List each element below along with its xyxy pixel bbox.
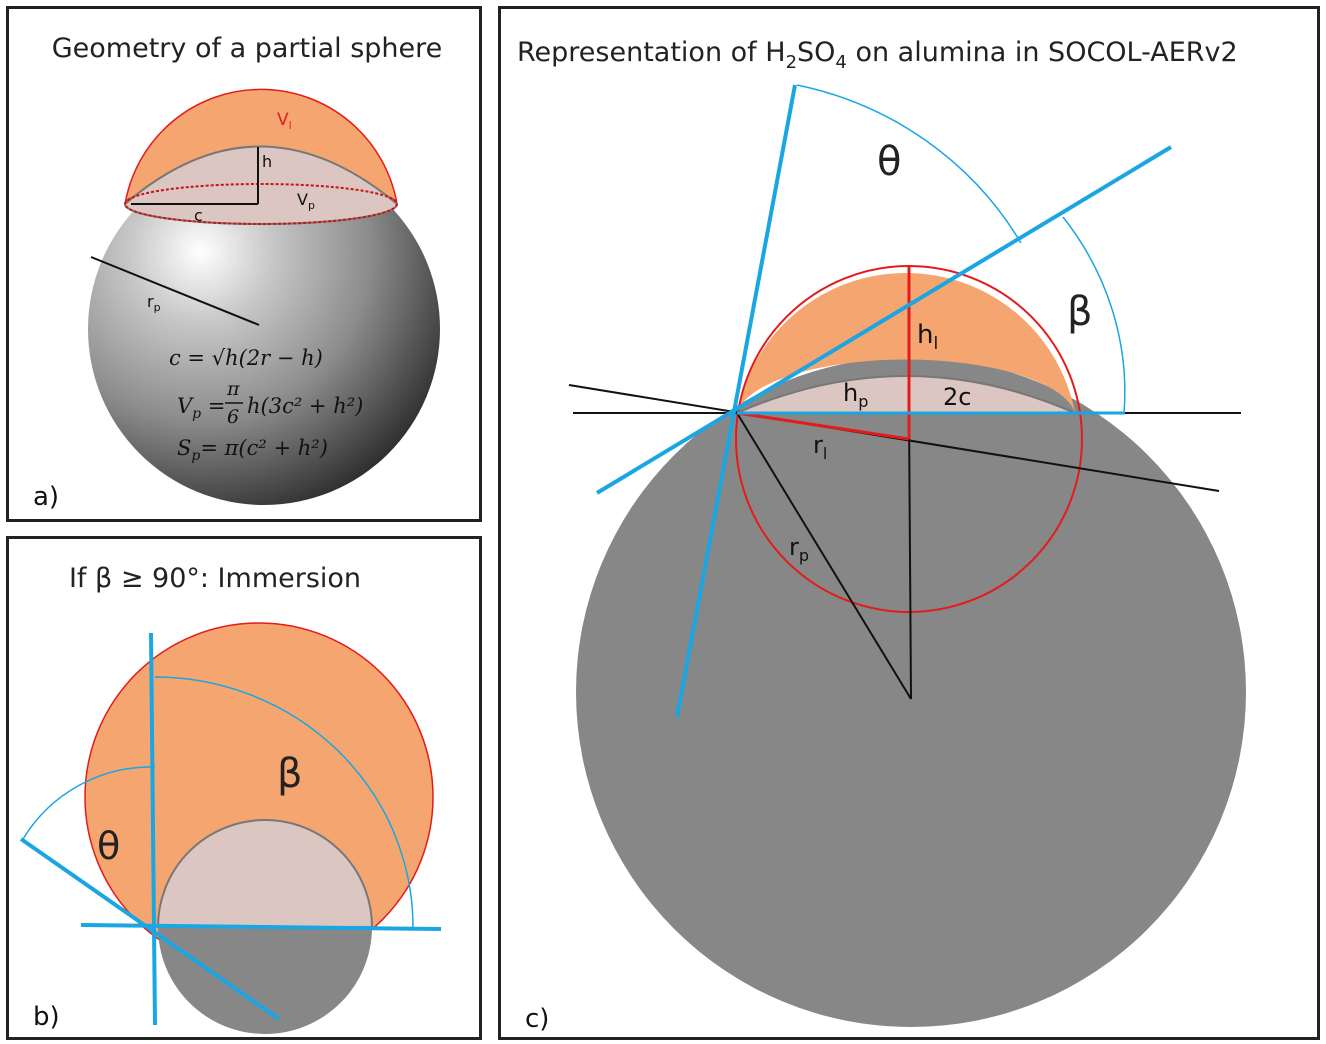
panel-b-drawing: If β ≥ 90°: Immersion β θ b) [19, 563, 442, 1034]
panel-a-label: a) [33, 482, 59, 512]
droplet-circle [735, 265, 1083, 613]
panel-b-label: b) [33, 1002, 60, 1032]
contact-angle-line [19, 837, 281, 1021]
vertical-tangent-line [149, 632, 157, 1026]
panel-c-label: c) [525, 1004, 549, 1034]
horizontal-surface-line [80, 923, 442, 931]
label-theta: θ [877, 139, 901, 185]
theta-arc [796, 84, 1022, 244]
panel-a: Geometry of a partial sphere Vl h c Vp r… [6, 6, 482, 522]
panel-c-title: Representation of H2SO4 on alumina in SO… [517, 37, 1238, 73]
particle-upper-half [156, 819, 374, 928]
formula-vp-den: 6 [227, 406, 239, 428]
label-hp: hp [843, 379, 868, 411]
panel-a-drawing: Geometry of a partial sphere Vl h c Vp r… [33, 33, 443, 512]
formula-vp-rhs: h(3c² + h²) [247, 394, 363, 418]
label-rl: rl [813, 431, 827, 463]
label-rp: rp [789, 533, 809, 565]
center-vertical-line [908, 412, 912, 700]
formula-c: c = √h(2r − h) [169, 346, 323, 370]
label-beta: β [1067, 289, 1093, 335]
label-hl: hl [917, 320, 938, 354]
panel-c: Representation of H2SO4 on alumina in SO… [498, 6, 1320, 1040]
radius-rp-line [90, 256, 260, 326]
particle-cap [736, 375, 1076, 414]
radius-rp-line [736, 412, 912, 700]
label-2c: 2c [943, 383, 971, 411]
panel-b-title: If β ≥ 90°: Immersion [69, 563, 361, 594]
label-rp: rp [147, 292, 161, 314]
partial-sphere-particle [88, 153, 440, 505]
beta-arc [154, 676, 414, 928]
label-theta: θ [97, 824, 120, 868]
radius-rl-line [736, 411, 910, 441]
theta-arc [22, 766, 156, 840]
label-beta: β [277, 751, 303, 797]
formula-vp-num: π [226, 378, 240, 400]
formula-vp-lhs: Vp = [177, 394, 225, 422]
label-h: h [262, 152, 272, 171]
label-vp: Vp [297, 190, 315, 212]
label-c: c [194, 206, 203, 225]
panel-b: If β ≥ 90°: Immersion β θ b) [6, 536, 482, 1040]
liquid-cap-upper [737, 272, 1075, 413]
panel-c-drawing: Representation of H2SO4 on alumina in SO… [517, 37, 1246, 1034]
beta-arc [1062, 216, 1126, 414]
label-vl: Vl [277, 110, 292, 132]
formula-sp: Sp= π(c² + h²) [177, 436, 328, 464]
particle-tangent-line [595, 145, 1173, 495]
cap-base-ellipse [124, 183, 398, 225]
particle-lower-half [158, 927, 372, 1034]
panel-a-title: Geometry of a partial sphere [52, 33, 443, 64]
contact-tangent-line [675, 84, 797, 718]
